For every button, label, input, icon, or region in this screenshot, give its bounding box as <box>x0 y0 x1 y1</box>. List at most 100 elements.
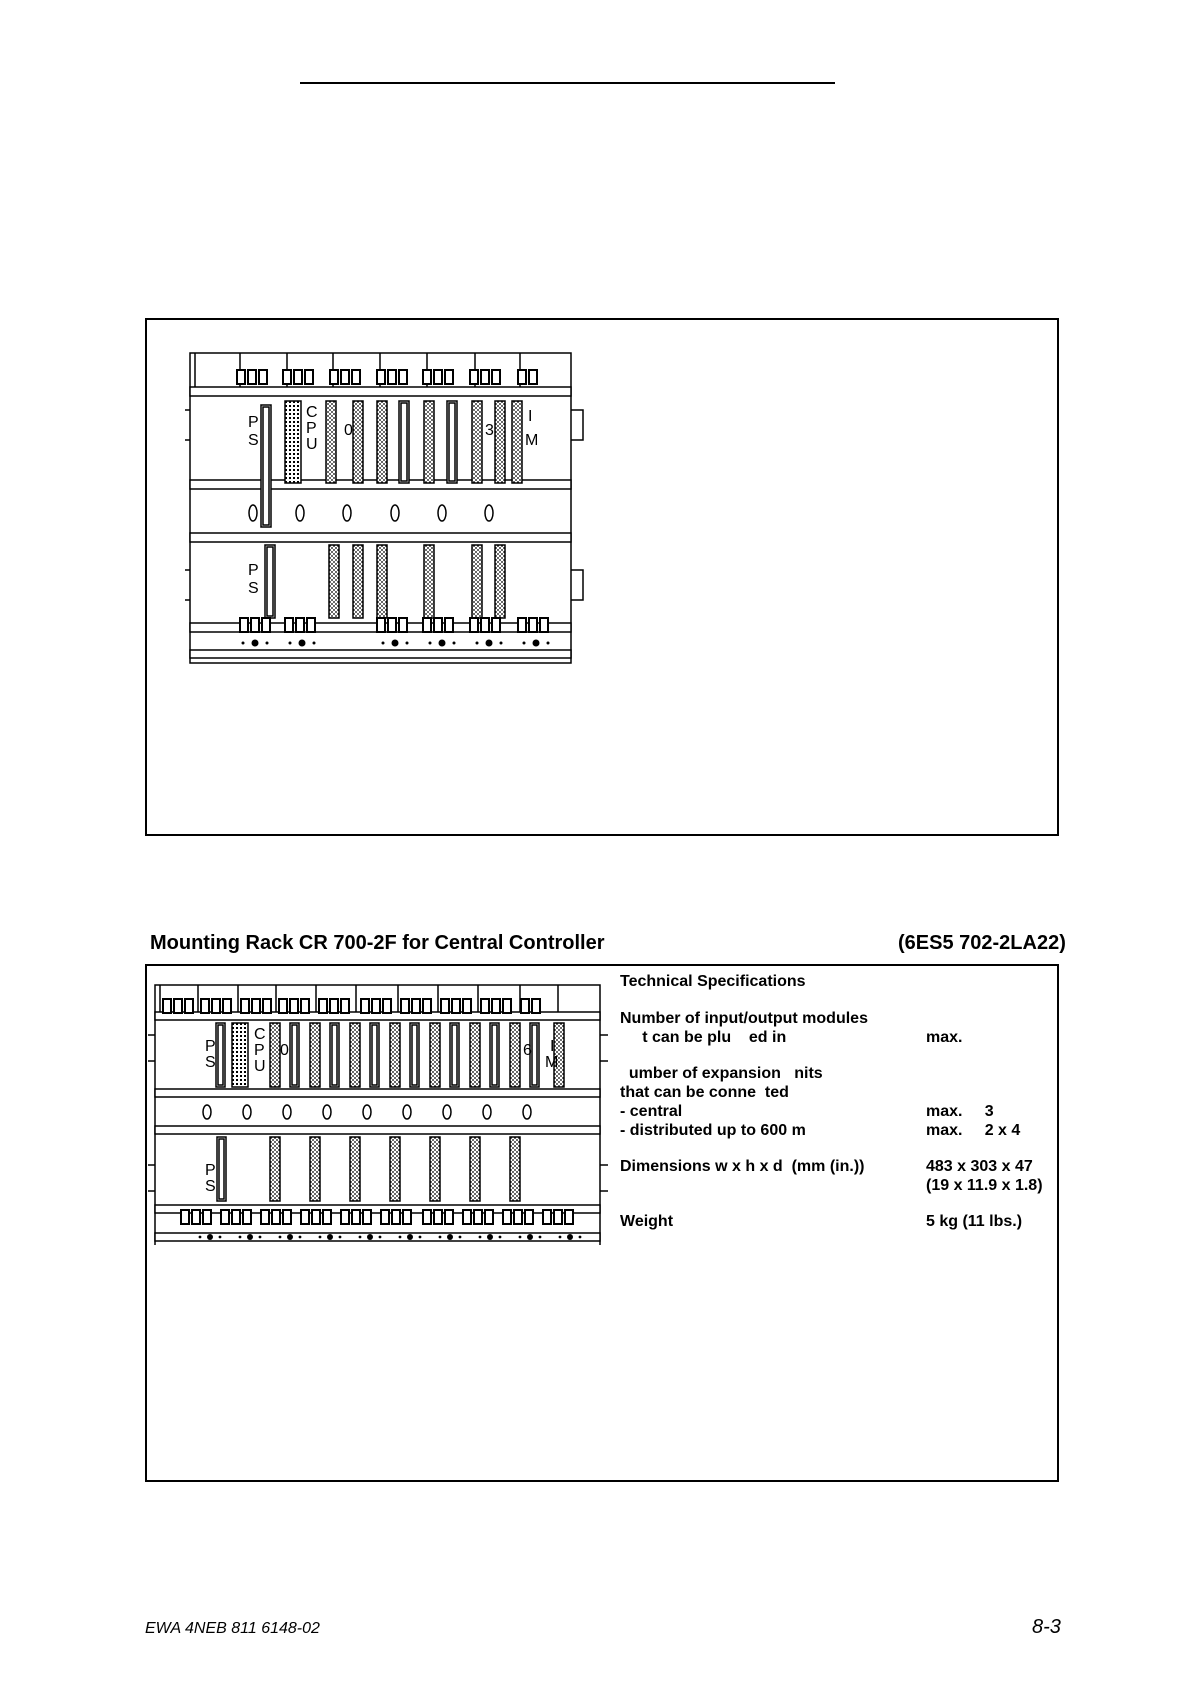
connector-pin <box>553 1209 563 1225</box>
connector-pin <box>444 617 454 633</box>
module-slot <box>329 1022 340 1088</box>
module-slot <box>423 400 435 484</box>
connector-pin <box>260 1209 270 1225</box>
connector-pin <box>398 369 408 385</box>
connector-pin <box>200 998 210 1014</box>
module-slot <box>376 544 388 619</box>
module-slot <box>398 400 410 484</box>
module-slot <box>352 544 364 619</box>
module-slot <box>471 544 483 619</box>
connector-pin <box>462 998 472 1014</box>
spec-label <box>620 1140 926 1157</box>
spec-label: - distributed up to 600 m <box>620 1122 806 1139</box>
connector-pin <box>513 1209 523 1225</box>
module-slot <box>449 1022 460 1088</box>
spec-row <box>620 1195 1050 1212</box>
connector-pin <box>262 998 272 1014</box>
connector-pin <box>322 1209 332 1225</box>
module-slot <box>446 400 458 484</box>
module-slot <box>352 400 364 484</box>
header-rule <box>300 82 835 84</box>
connector-pin <box>250 617 260 633</box>
mounting-slot <box>390 504 400 522</box>
connector-pin <box>211 998 221 1014</box>
mounting-slot <box>295 504 305 522</box>
mounting-slot <box>484 504 494 522</box>
spec-value: 5 kg (11 lbs.) <box>926 1213 1023 1230</box>
slot-label-first-2: 0 <box>280 1042 289 1059</box>
connector-pin <box>433 617 443 633</box>
connector-pin <box>491 998 501 1014</box>
connector-pin <box>362 1209 372 1225</box>
module-slot <box>376 400 388 484</box>
spec-value: max. 2 x 4 <box>926 1122 1021 1139</box>
connector-pin <box>539 617 549 633</box>
ps-label-top-2: S <box>248 432 259 449</box>
ps-label-bottom: P <box>248 562 259 579</box>
module-slot <box>284 400 302 484</box>
connector-pin <box>300 1209 310 1225</box>
connector-pin <box>480 617 490 633</box>
connector-pin <box>220 1209 230 1225</box>
module-slot <box>409 1022 420 1088</box>
connector-pin <box>191 1209 201 1225</box>
spec-label: Dimensions w x h x d (mm (in.)) <box>620 1158 865 1175</box>
connector-pin <box>318 998 328 1014</box>
mounting-slot <box>482 1104 492 1120</box>
connector-pin <box>502 1209 512 1225</box>
connector-pin <box>340 998 350 1014</box>
connector-pin <box>282 1209 292 1225</box>
connector-pin <box>542 1209 552 1225</box>
module-slot <box>269 1136 281 1202</box>
module-slot <box>309 1136 321 1202</box>
module-slot <box>328 544 340 619</box>
footer-doc-id: EWA 4NEB 811 6148-02 <box>145 1620 320 1637</box>
connector-pin <box>282 369 292 385</box>
spec-row: (19 x 11.9 x 1.8) <box>620 1176 1050 1195</box>
mounting-slot <box>202 1104 212 1120</box>
mounting-slot <box>402 1104 412 1120</box>
spec-label: - central <box>620 1103 683 1120</box>
spec-label <box>620 1047 926 1064</box>
module-slot <box>231 1022 249 1088</box>
connector-pin <box>162 998 172 1014</box>
connector-pin <box>329 998 339 1014</box>
mounting-slot <box>437 504 447 522</box>
module-slot <box>471 400 483 484</box>
connector-pin <box>300 998 310 1014</box>
spec-value: max. <box>926 1029 963 1046</box>
svg-text:U: U <box>254 1058 266 1075</box>
slot-label-first: 0 <box>344 422 353 439</box>
slot-label-last-2: 6 <box>523 1042 532 1059</box>
order-number: (6ES5 702-2LA22) <box>898 932 1066 954</box>
connector-pin <box>293 369 303 385</box>
connector-pin <box>311 1209 321 1225</box>
module-slot <box>423 544 435 619</box>
spec-value: (19 x 11.9 x 1.8) <box>926 1177 1043 1194</box>
spec-row <box>620 1047 1050 1064</box>
connector-pin <box>422 1209 432 1225</box>
svg-text:P: P <box>254 1042 265 1059</box>
module-slot <box>429 1022 441 1088</box>
connector-pin <box>295 617 305 633</box>
connector-pin <box>411 998 421 1014</box>
connector-pin <box>422 998 432 1014</box>
svg-text:M: M <box>525 432 538 449</box>
module-slot <box>529 1022 540 1088</box>
spec-value: max. 3 <box>926 1103 994 1120</box>
cpu-label: C <box>306 404 318 421</box>
connector-pin <box>222 998 232 1014</box>
module-slot <box>215 1022 226 1088</box>
svg-text:S: S <box>248 580 259 597</box>
technical-specifications: Technical Specifications Number of input… <box>620 972 1050 1231</box>
connector-pin <box>202 1209 212 1225</box>
connector-pin <box>422 369 432 385</box>
connector-pin <box>289 998 299 1014</box>
spec-label <box>620 1176 926 1195</box>
connector-pin <box>261 617 271 633</box>
svg-text:S: S <box>205 1054 216 1071</box>
connector-pin <box>469 617 479 633</box>
spec-row: Number of input/output modules <box>620 1009 1050 1028</box>
connector-pin <box>484 1209 494 1225</box>
module-slot <box>369 1022 380 1088</box>
